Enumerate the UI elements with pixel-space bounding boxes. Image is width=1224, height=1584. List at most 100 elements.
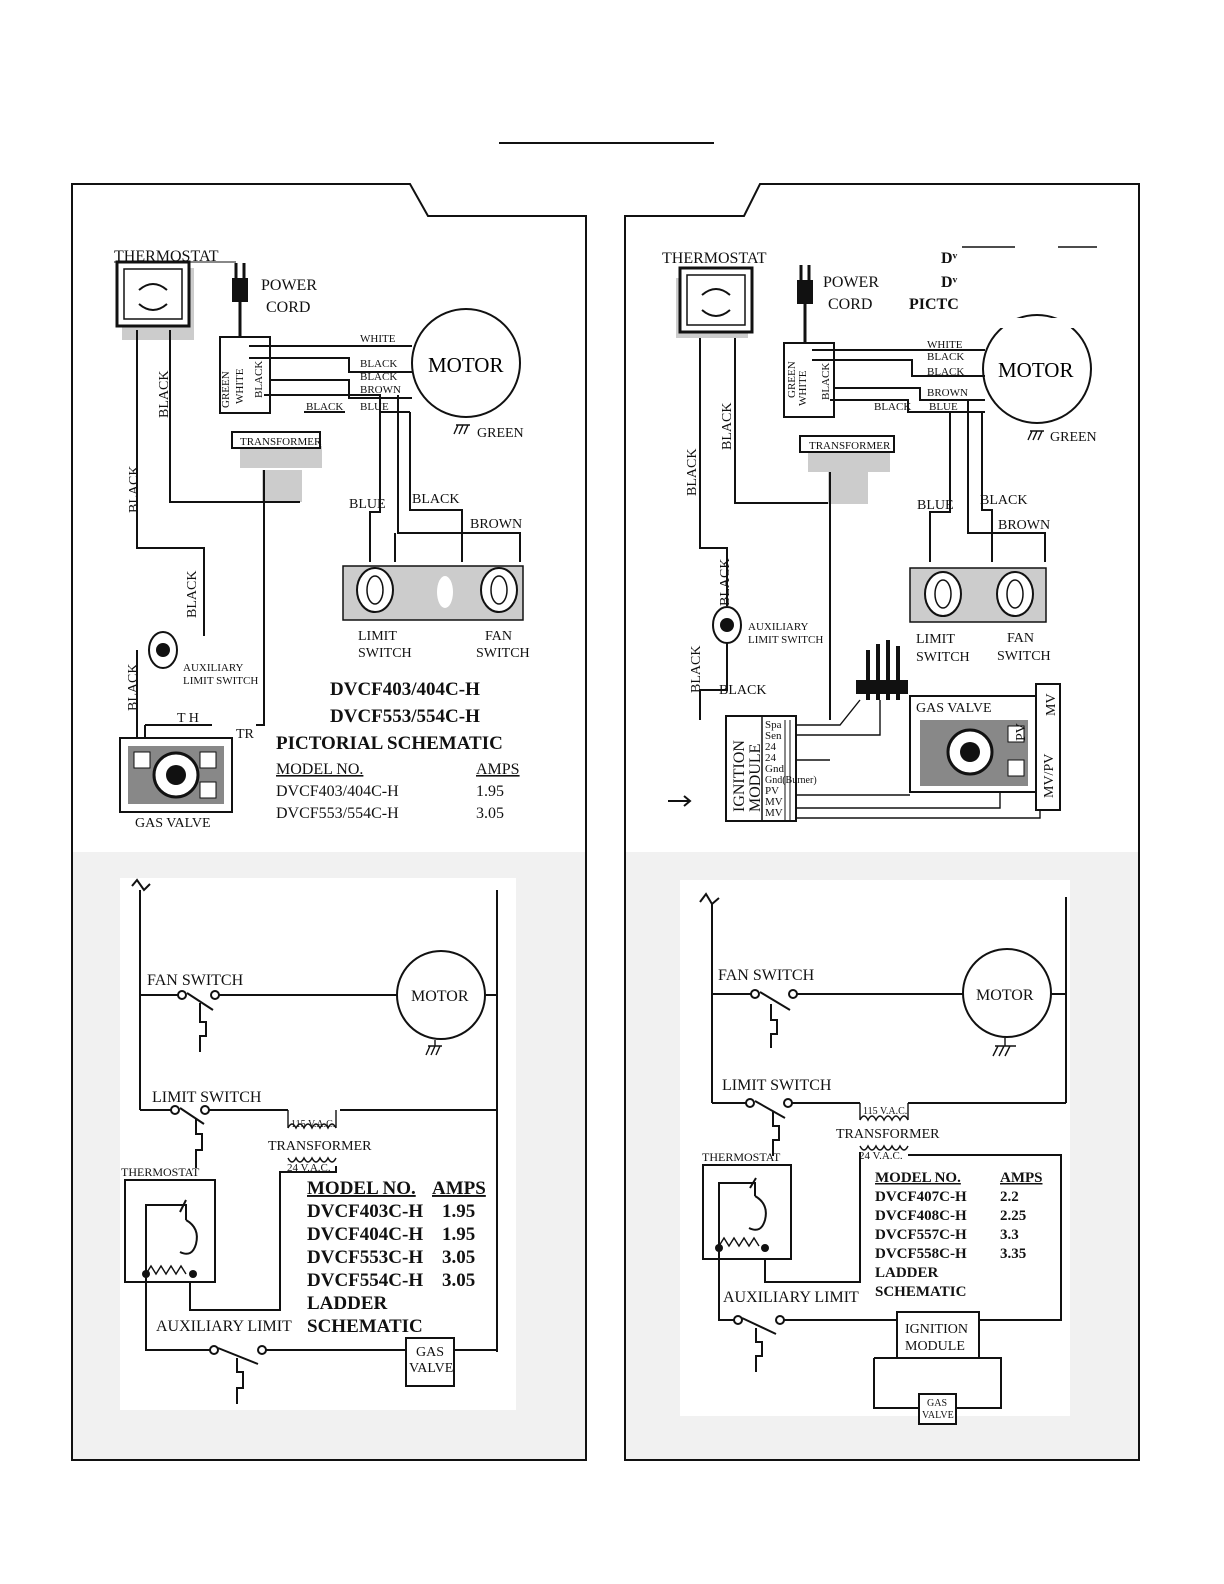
svg-text:115 V.A.C.: 115 V.A.C.: [291, 1119, 335, 1130]
svg-text:FAN: FAN: [1007, 631, 1034, 646]
svg-text:GAS VALVE: GAS VALVE: [916, 701, 992, 716]
left-thermostat: THERMOSTAT: [114, 248, 236, 340]
svg-text:T H: T H: [177, 711, 199, 726]
svg-text:3.35: 3.35: [1000, 1246, 1026, 1262]
limit-switch-icon: [356, 567, 394, 613]
left-pictorial-schematic: THERMOSTAT POWER CORD GREEN WHITE BLACK …: [114, 248, 530, 831]
svg-text:Dᵛ: Dᵛ: [941, 274, 958, 291]
svg-text:BLUE: BLUE: [929, 401, 958, 413]
svg-text:SCHEMATIC: SCHEMATIC: [875, 1284, 966, 1300]
svg-text:24: 24: [765, 741, 777, 753]
svg-text:DVCF553/554C-H: DVCF553/554C-H: [276, 805, 399, 822]
right-gas-valve: GAS VALVE PV MV MV/PV: [909, 683, 1061, 811]
svg-text:GAS VALVE: GAS VALVE: [135, 816, 211, 831]
svg-text:CORD: CORD: [828, 296, 872, 313]
svg-text:WHITE: WHITE: [927, 339, 963, 351]
svg-text:AMPS: AMPS: [432, 1178, 486, 1199]
svg-text:24 V.A.C.: 24 V.A.C.: [859, 1150, 903, 1162]
transformer-primary-icon: [287, 1123, 337, 1130]
ground-icon: [453, 424, 470, 435]
svg-text:GAS: GAS: [416, 1345, 444, 1360]
svg-text:AUXILIARY: AUXILIARY: [748, 621, 809, 633]
svg-text:BLACK: BLACK: [689, 646, 704, 693]
svg-text:SWITCH: SWITCH: [476, 646, 530, 661]
left-motor: MOTOR GREEN: [411, 308, 524, 441]
svg-text:BLACK: BLACK: [718, 559, 733, 606]
svg-text:DVCF403C-H: DVCF403C-H: [307, 1201, 423, 1222]
arrow-icon: [668, 795, 692, 807]
svg-text:24: 24: [765, 752, 777, 764]
left-gas-valve: T H TR GAS VALVE: [119, 711, 255, 831]
left-panel-frame: [71, 183, 587, 1461]
svg-text:3.3: 3.3: [1000, 1227, 1019, 1243]
svg-text:GREEN: GREEN: [786, 361, 798, 398]
svg-text:BLACK: BLACK: [412, 492, 459, 507]
svg-text:DVCF403/404C-H: DVCF403/404C-H: [330, 679, 480, 700]
svg-text:PV: PV: [765, 785, 779, 797]
svg-text:VALVE: VALVE: [922, 1410, 954, 1421]
svg-text:BLACK: BLACK: [685, 449, 700, 496]
thermostat-icon: [124, 1179, 216, 1283]
svg-text:1.95: 1.95: [442, 1224, 475, 1245]
svg-text:BROWN: BROWN: [998, 518, 1050, 533]
gas-valve-box: [918, 1393, 957, 1425]
svg-text:BLACK: BLACK: [874, 401, 911, 413]
svg-text:DVCF553/554C-H: DVCF553/554C-H: [330, 706, 480, 727]
svg-text:DVCF554C-H: DVCF554C-H: [307, 1270, 423, 1291]
svg-text:DVCF404C-H: DVCF404C-H: [307, 1224, 423, 1245]
svg-text:BLACK: BLACK: [360, 358, 397, 370]
fan-switch-icon: [480, 567, 518, 613]
ground-icon: [425, 1040, 442, 1056]
svg-text:Gnd(Burner): Gnd(Burner): [765, 775, 817, 786]
right-ladder-schematic: FAN SWITCH MOTOR LIMIT SWITCH 115 V.A.C.…: [680, 880, 1070, 1425]
ground-icon: [992, 1038, 1016, 1057]
svg-text:MV/PV: MV/PV: [1042, 754, 1057, 798]
svg-text:BLACK: BLACK: [720, 403, 735, 450]
svg-text:MV: MV: [1044, 693, 1059, 716]
svg-text:FAN: FAN: [485, 629, 512, 644]
svg-text:LADDER: LADDER: [875, 1265, 939, 1281]
svg-text:SWITCH: SWITCH: [916, 650, 970, 665]
left-thermostat-label: THERMOSTAT: [114, 248, 219, 265]
svg-text:MV: MV: [765, 796, 783, 808]
svg-text:MOTOR: MOTOR: [411, 988, 469, 1005]
svg-text:DVCF403/404C-H: DVCF403/404C-H: [276, 783, 399, 800]
svg-text:WHITE: WHITE: [360, 333, 396, 345]
svg-text:FAN SWITCH: FAN SWITCH: [718, 967, 815, 984]
ground-icon: [1027, 430, 1044, 441]
svg-text:WHITE: WHITE: [234, 368, 246, 404]
right-panel-frame: [624, 183, 1140, 1461]
svg-text:BLACK: BLACK: [306, 401, 343, 413]
right-pictorial-schematic: THERMOSTAT POWER CORD Dᵛ Dᵛ PICTC GREEN …: [662, 246, 1097, 822]
svg-text:THERMOSTAT: THERMOSTAT: [121, 1165, 200, 1179]
svg-text:PICTORIAL SCHEMATIC: PICTORIAL SCHEMATIC: [276, 733, 503, 754]
svg-text:SWITCH: SWITCH: [997, 649, 1051, 664]
svg-text:AUXILIARY LIMIT: AUXILIARY LIMIT: [723, 1289, 859, 1306]
svg-text:BLACK: BLACK: [126, 664, 141, 711]
svg-text:DVCF407C-H: DVCF407C-H: [875, 1189, 967, 1205]
left-transformer-label: TRANSFORMER: [240, 436, 322, 448]
svg-text:DVCF553C-H: DVCF553C-H: [307, 1247, 423, 1268]
svg-text:TR: TR: [236, 727, 255, 742]
ignition-module-box: [896, 1311, 980, 1359]
left-transformer: TRANSFORMER: [231, 431, 322, 502]
svg-text:BLACK: BLACK: [927, 351, 964, 363]
svg-text:GREEN: GREEN: [1050, 430, 1097, 445]
svg-text:2.2: 2.2: [1000, 1189, 1019, 1205]
svg-text:LIMIT SWITCH: LIMIT SWITCH: [152, 1089, 262, 1106]
gas-valve-box: [405, 1337, 455, 1387]
svg-text:LIMIT SWITCH: LIMIT SWITCH: [722, 1077, 832, 1094]
svg-text:SWITCH: SWITCH: [358, 646, 412, 661]
svg-text:AMPS: AMPS: [1000, 1170, 1043, 1186]
svg-text:LIMIT SWITCH: LIMIT SWITCH: [183, 675, 258, 687]
svg-text:MODEL NO.: MODEL NO.: [276, 761, 363, 778]
svg-text:MOTOR: MOTOR: [998, 358, 1073, 382]
svg-text:THERMOSTAT: THERMOSTAT: [662, 250, 767, 267]
ac-source-icon: [699, 892, 720, 906]
ac-source-icon: [131, 878, 151, 892]
svg-text:POWER: POWER: [823, 274, 879, 291]
svg-text:BLACK: BLACK: [127, 466, 142, 513]
svg-text:PICTC: PICTC: [909, 296, 959, 313]
svg-text:BROWN: BROWN: [927, 387, 968, 399]
svg-text:LIMIT: LIMIT: [358, 629, 397, 644]
